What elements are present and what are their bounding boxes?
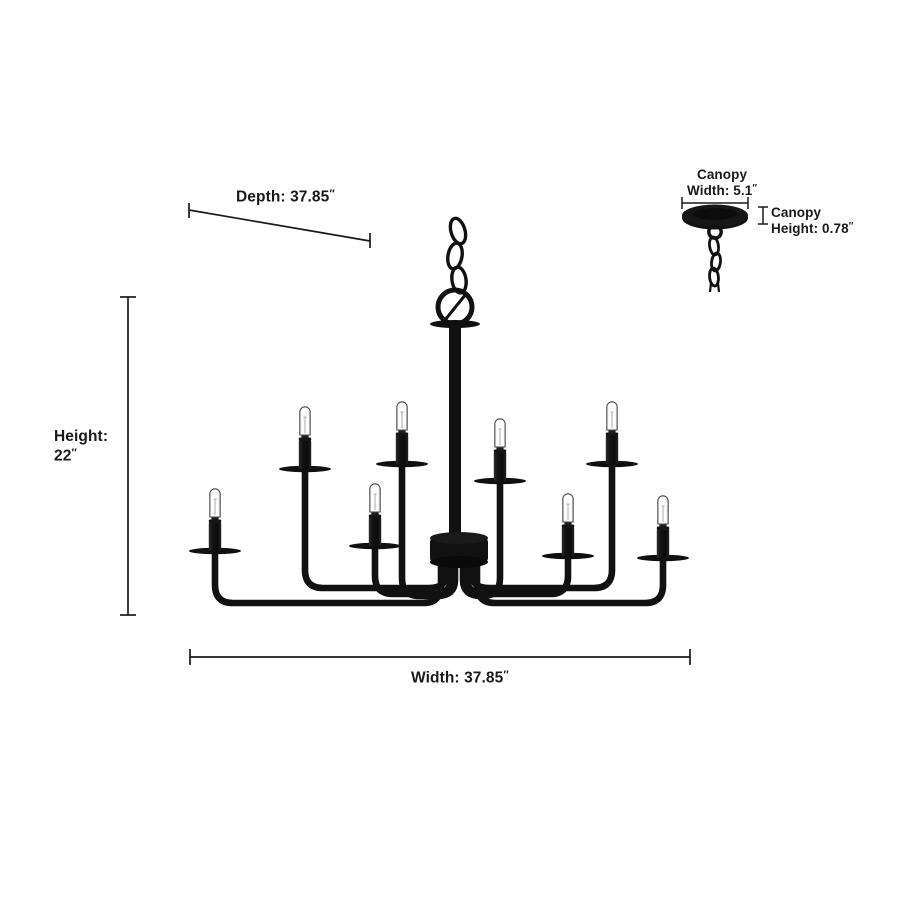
bulb-5 — [473, 418, 527, 485]
canopy-height-dimension-line — [758, 206, 768, 225]
bulb-6 — [541, 493, 595, 560]
bulb-3 — [348, 483, 402, 550]
height-dimension-line — [120, 296, 136, 616]
inch-mark-canopy-width: ″ — [752, 183, 758, 195]
inch-mark-depth: ″ — [329, 188, 335, 200]
canopy-width-dimension-line — [681, 197, 749, 209]
center-hub — [430, 532, 488, 568]
dimension-lines — [120, 197, 768, 665]
depth-label: Depth: 37.85″ — [236, 188, 335, 206]
bulb-2 — [278, 406, 332, 473]
suspension-ring — [435, 287, 475, 327]
hanging-chain — [446, 216, 468, 295]
width-label: Width: 37.85″ — [411, 669, 509, 687]
inch-mark-canopy-height: ″ — [848, 221, 854, 233]
chandelier-illustration — [188, 216, 690, 607]
inch-mark-height: ″ — [71, 446, 77, 459]
inch-mark-width: ″ — [503, 669, 509, 681]
center-stem — [449, 324, 461, 539]
bulb-4 — [375, 401, 429, 468]
depth-dimension-line — [188, 203, 371, 248]
bulb-8 — [636, 495, 690, 562]
height-label: Height:22″ — [54, 428, 109, 465]
bulb-1 — [188, 488, 242, 555]
chandelier-arms — [211, 460, 667, 607]
width-dimension-line — [189, 649, 691, 665]
canopy-detail-illustration — [682, 204, 748, 293]
bulb-7 — [585, 401, 639, 468]
